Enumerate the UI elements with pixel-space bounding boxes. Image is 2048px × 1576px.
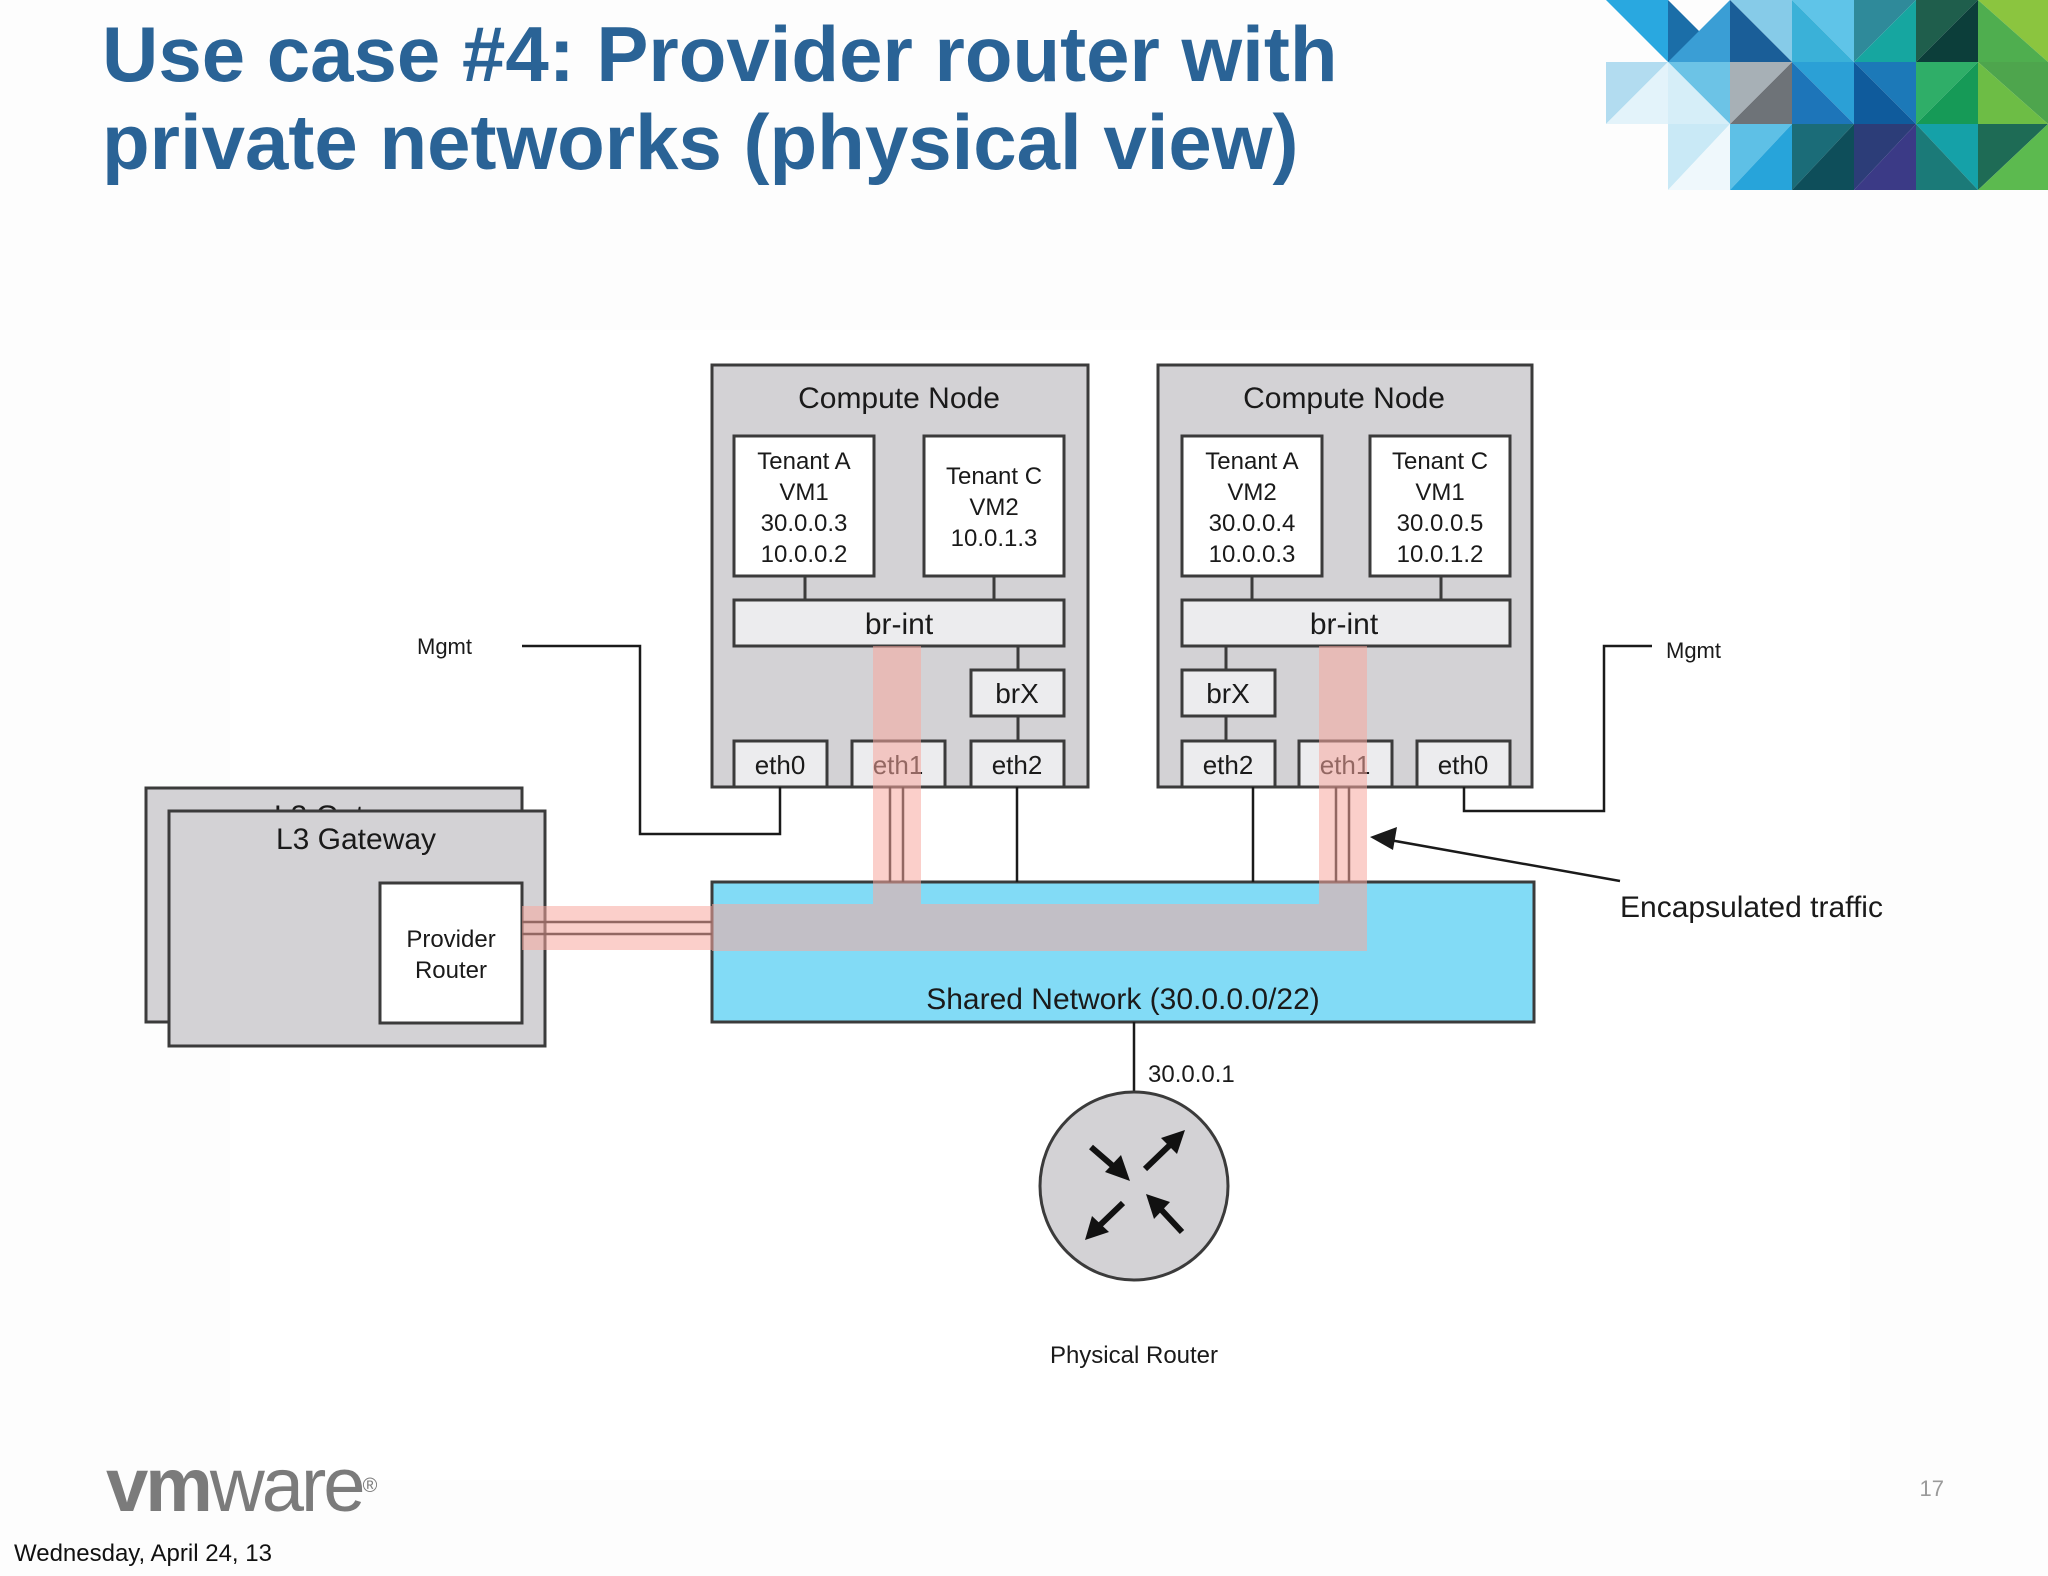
vm-label-line: 30.0.0.5 — [1397, 510, 1484, 537]
shared-network: Shared Network (30.0.0.0/22) — [710, 880, 1536, 1024]
nic-eth0: eth0 — [732, 739, 829, 789]
vm-label-line: Tenant C — [946, 463, 1042, 490]
vmware-logo-ware: ware — [209, 1443, 366, 1528]
vm-label-line: VM2 — [1227, 479, 1276, 506]
vm-tenant-c-vm1: Tenant C VM1 30.0.0.5 10.0.1.2 — [1368, 434, 1512, 578]
vmware-logo: vmware® — [106, 1448, 378, 1524]
vm-label-line: 10.0.0.3 — [1209, 541, 1296, 568]
encapsulated-traffic-path — [522, 646, 1367, 951]
nic-eth0: eth0 — [1415, 739, 1512, 789]
br-int-label: br-int — [1310, 608, 1379, 641]
br-int-bridge: br-int — [1180, 598, 1512, 648]
callout-line — [1383, 837, 1621, 883]
page-number: 17 — [1919, 1476, 1944, 1501]
nic-label: eth2 — [1203, 750, 1254, 780]
nic-eth2: eth2 — [969, 739, 1066, 789]
vm-label-line: VM1 — [1415, 479, 1464, 506]
vm-label-line: Tenant A — [1205, 448, 1298, 475]
footer-date: Wednesday, April 24, 13 — [14, 1540, 272, 1567]
nic-label: eth0 — [755, 750, 806, 780]
mgmt-label-right: Mgmt — [1666, 638, 1721, 663]
nic-label: eth2 — [992, 750, 1043, 780]
vm-tenant-c-vm2: Tenant C VM2 10.0.1.3 — [922, 434, 1066, 578]
vm-label-line: 30.0.0.3 — [761, 510, 848, 537]
vm-label-line: 30.0.0.4 — [1209, 510, 1296, 537]
physical-router-label: Physical Router — [1050, 1342, 1218, 1369]
provider-router-label-line-2: Router — [415, 957, 487, 984]
vm-label-line: VM1 — [779, 479, 828, 506]
nic-eth2: eth2 — [1180, 739, 1277, 789]
vm-label-line: Tenant A — [757, 448, 850, 475]
brx-label: brX — [995, 678, 1039, 709]
provider-router-box: Provider Router — [378, 881, 524, 1025]
vm-label-line: Tenant C — [1392, 448, 1488, 475]
nic-label: eth0 — [1438, 750, 1489, 780]
br-int-bridge: br-int — [732, 598, 1066, 648]
slide-title: Use case #4: Provider router with privat… — [102, 10, 1338, 186]
vm-label-line: 10.0.1.3 — [951, 525, 1038, 552]
mgmt-wire-right — [1462, 644, 1652, 813]
brx-label: brX — [1206, 678, 1250, 709]
encapsulated-traffic-label: Encapsulated traffic — [1620, 891, 1883, 924]
shared-network-label: Shared Network (30.0.0.0/22) — [926, 983, 1320, 1016]
callout-arrow-icon — [1370, 827, 1397, 850]
br-int-label: br-int — [865, 608, 934, 641]
brx-bridge: brX — [969, 668, 1066, 718]
registered-mark: ® — [362, 1475, 378, 1497]
mgmt-wire-left — [522, 644, 782, 836]
l3-gateway-label: L3 Gateway — [276, 823, 436, 856]
brx-bridge: brX — [1180, 668, 1277, 718]
vm-label-line: 10.0.0.2 — [761, 541, 848, 568]
compute-node-1: Compute Node Tenant A VM1 30.0.0.3 10.0.… — [710, 363, 1090, 789]
compute-node-2-title: Compute Node — [1243, 382, 1445, 415]
vm-label-line: VM2 — [969, 494, 1018, 521]
physical-router-icon — [1038, 1090, 1230, 1282]
vm-tenant-a-vm2: Tenant A VM2 30.0.0.4 10.0.0.3 — [1180, 434, 1324, 578]
compute-node-1-title: Compute Node — [798, 382, 1000, 415]
vmware-logo-vm: vm — [106, 1443, 213, 1528]
decorative-triangle-banner — [1606, 0, 2048, 190]
provider-router-label-line-1: Provider — [406, 926, 495, 953]
router-ip-label: 30.0.0.1 — [1148, 1061, 1235, 1088]
mgmt-label-left: Mgmt — [417, 634, 472, 659]
vm-tenant-a-vm1: Tenant A VM1 30.0.0.3 10.0.0.2 — [732, 434, 876, 578]
vm-label-line: 10.0.1.2 — [1397, 541, 1484, 568]
